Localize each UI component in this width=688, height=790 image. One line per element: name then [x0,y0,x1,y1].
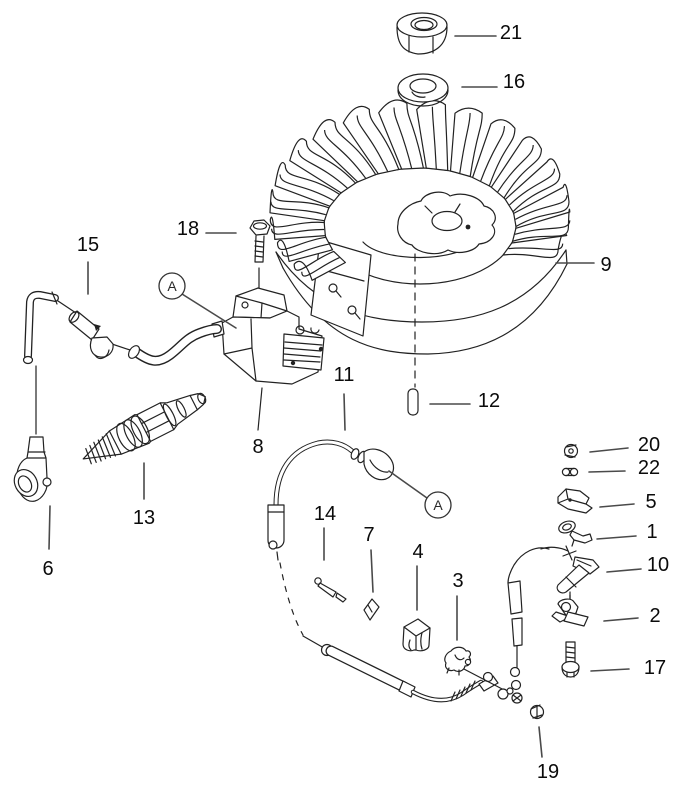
kill-wire-drawing [267,439,395,636]
part-label-6: 6 [42,558,53,580]
part-label-8: 8 [252,436,263,458]
clamp-3-drawing [444,646,472,676]
spark-plug-boot-drawing [13,436,52,502]
wire-connector [68,310,114,360]
throttle-cable-drawing [302,635,514,703]
part-label-3: 3 [452,570,463,592]
bolt-17-drawing [561,641,580,678]
part-label-1: 1 [646,521,657,543]
part-label-22: 22 [638,457,660,479]
nut-20-drawing [563,443,579,459]
flywheel-drawing [269,99,571,388]
part-label-12: 12 [478,390,500,412]
part-label-21: 21 [500,22,522,44]
part-label-16: 16 [503,71,525,93]
part-label-11: 11 [334,364,355,386]
part-label-9: 9 [600,254,611,276]
leader-lines [48,35,642,758]
part-label-20: 20 [638,434,660,456]
armature-bolt-drawing [249,219,271,299]
grommet-4-drawing [402,618,431,652]
spark-plug-drawing [82,392,207,465]
spark-plug-wire-drawing [127,324,222,366]
stop-wire-drawing [22,290,131,435]
part-labels: 21 16 9 18 15 8 11 12 13 6 14 7 4 3 20 2… [42,22,669,783]
part-label-2: 2 [649,605,660,627]
flywheel-key-drawing [407,388,419,416]
part-label-5: 5 [645,491,656,513]
flywheel-fan-blades [269,99,571,281]
balloon-a-1-label: A [167,278,177,294]
clip-7-drawing [363,598,380,621]
part-label-19: 19 [537,761,559,783]
part-label-15: 15 [77,234,99,256]
clamp-1-drawing [558,520,593,547]
part-label-10: 10 [647,554,669,576]
flywheel-hub [397,191,496,255]
terminal-10-drawing [540,546,600,600]
part-label-7: 7 [363,524,374,546]
pin-22-drawing [561,467,579,477]
bracket-2-drawing [551,594,589,627]
ignition-coil-drawing [211,287,325,431]
balloon-a-2-label: A [433,497,443,513]
pin-14-drawing [314,577,347,603]
governor-cable-drawing [507,545,577,704]
balloon-a-1: A [158,272,186,300]
balloon-a-2: A [424,491,452,519]
bracket-5-drawing [557,488,593,514]
part-label-14: 14 [314,503,336,525]
part-label-17: 17 [644,657,666,679]
part-label-18: 18 [177,218,199,240]
part-label-13: 13 [133,507,155,529]
flywheel-nut-drawing [396,12,448,55]
part-label-4: 4 [412,541,423,563]
washer-drawing [397,73,449,107]
nut-19-drawing [529,704,545,720]
